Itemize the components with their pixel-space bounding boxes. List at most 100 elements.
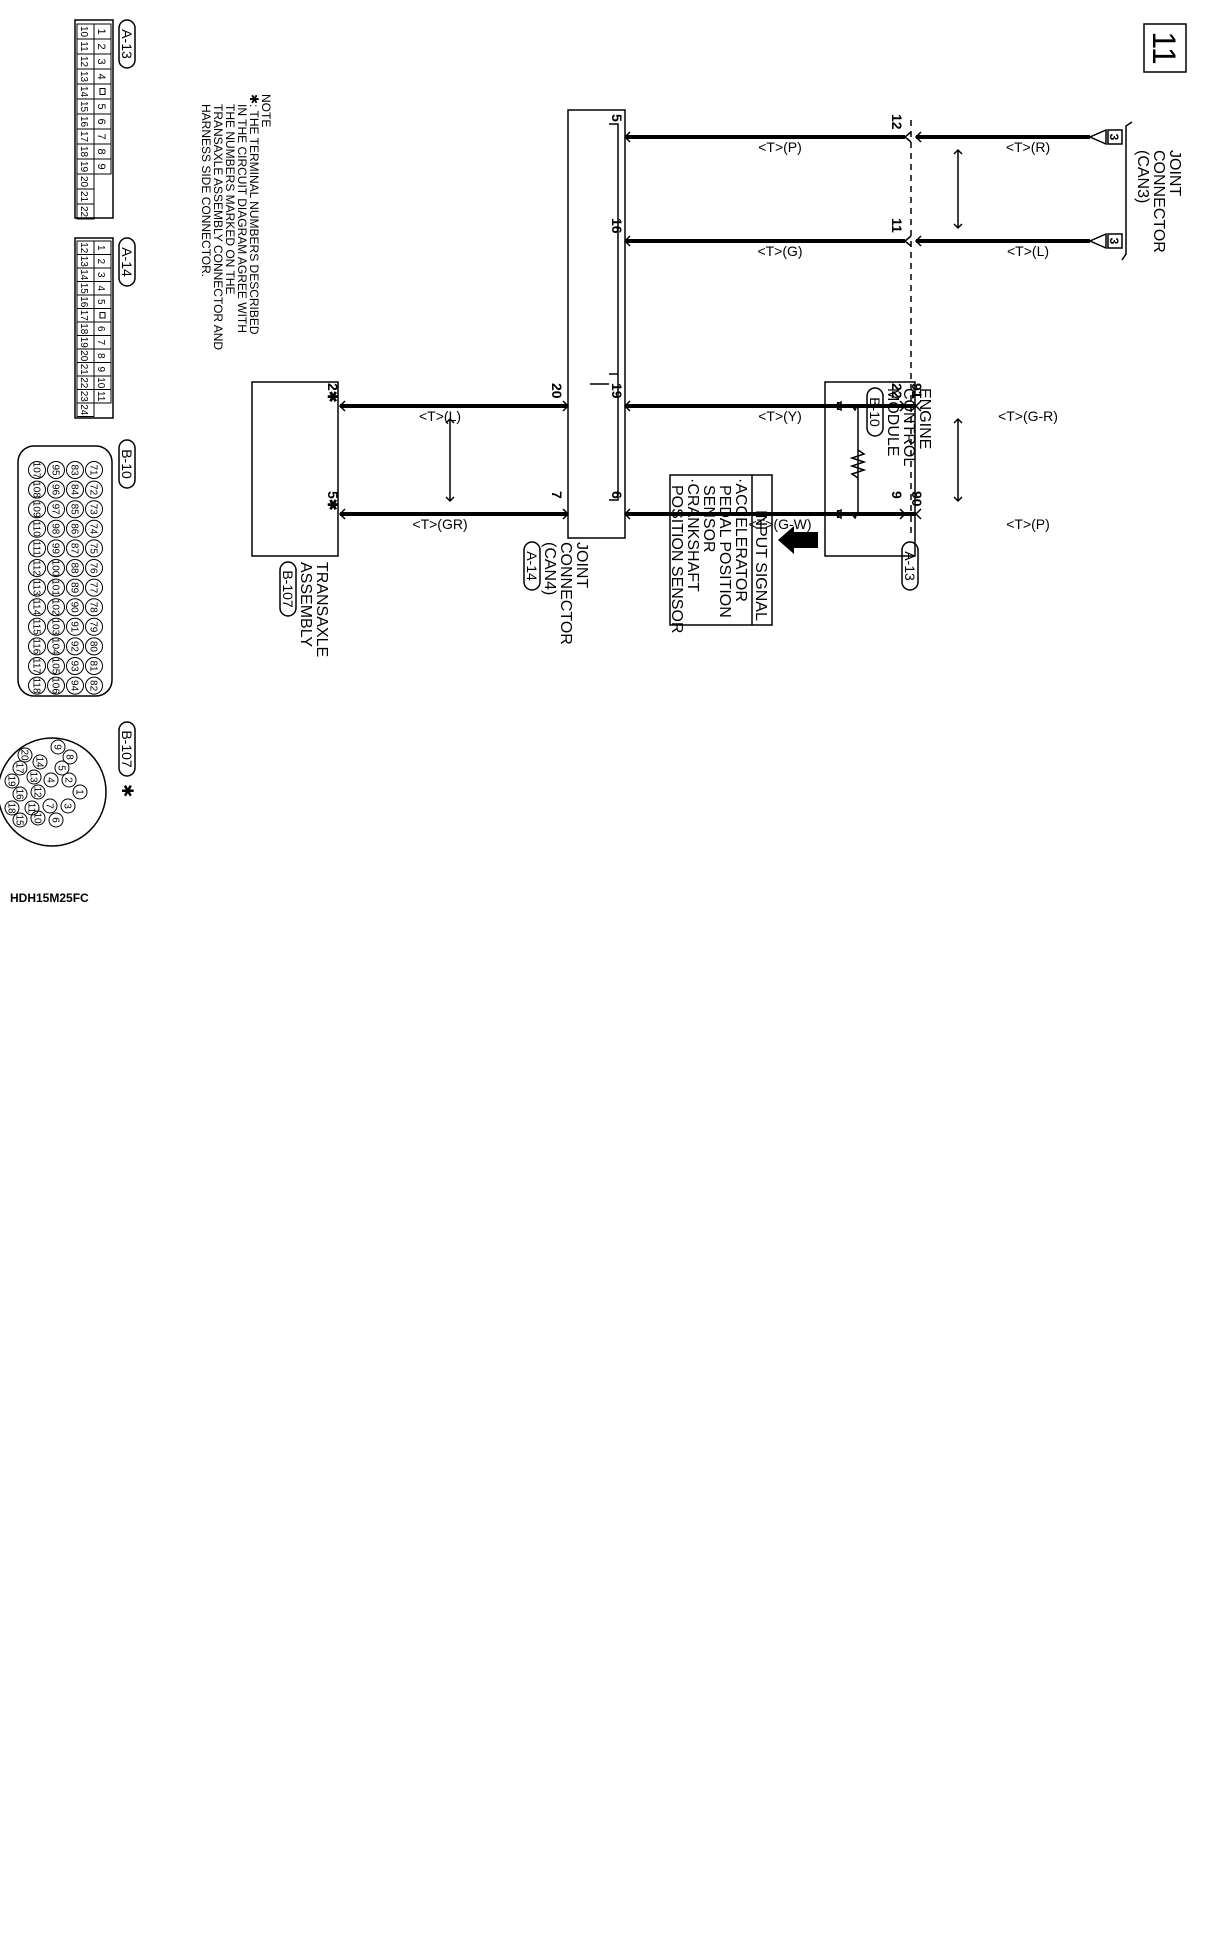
b10-pin: 99 — [50, 543, 61, 555]
b10-pin: 114 — [31, 599, 42, 615]
b10-pin: 75 — [88, 543, 99, 555]
input-signal-title: INPUT SIGNAL — [752, 510, 769, 621]
b10-pin-circle — [47, 578, 65, 597]
a13-row1-cell — [93, 83, 112, 100]
b107-pin-circle — [4, 800, 20, 816]
b107-pin: 7 — [44, 803, 55, 809]
wire-4-pin-a14-in: 6 — [609, 491, 625, 499]
can3-flag-a: 3 — [1107, 134, 1121, 141]
a14-view-label: A-14 — [119, 247, 135, 277]
b10-pin-circle — [47, 617, 65, 636]
b107-pin-circle — [48, 812, 64, 828]
b10-pin-circle — [47, 500, 65, 519]
twisted-pair-markers — [445, 148, 963, 503]
input-signal-line-2: PEDAL POSITION — [716, 485, 733, 618]
b10-pin-circle — [47, 539, 65, 558]
b10-pin-circle — [47, 461, 65, 479]
b10-pin-circle — [85, 519, 103, 538]
a13-row2-pin: 18 — [78, 146, 89, 158]
a13-row2-cell — [76, 203, 95, 220]
b10-pin-circle — [66, 500, 84, 519]
b10-pin: 106 — [50, 677, 61, 694]
b10-pin-circle — [66, 617, 84, 636]
jc-can4-line-3: (CAN4) — [541, 542, 558, 595]
wire-4-pin-a13: 9 — [889, 491, 905, 499]
a13-row1-pin: 2 — [95, 43, 107, 49]
jc-can4-box — [567, 109, 626, 539]
b10-pin-circle — [66, 676, 84, 695]
jc-can3-bracket — [1121, 121, 1133, 261]
jc-can4-badge — [523, 541, 541, 591]
b10-pin: 104 — [50, 638, 61, 655]
a14-row2-pin: 20 — [78, 350, 89, 362]
b10-pin-circle — [85, 578, 103, 597]
ecm-resistor-icon — [849, 449, 867, 479]
wire-1-junction-a13 — [903, 131, 922, 143]
wire-2-junction-a13 — [903, 235, 922, 247]
b107-pin: 11 — [26, 803, 37, 814]
b107-pin: 17 — [14, 762, 25, 774]
input-signal-line-3: SENSOR — [700, 485, 717, 553]
a14-row1-pin: 8 — [95, 353, 106, 359]
b10-pin: 78 — [88, 602, 99, 614]
b10-pin: 109 — [31, 501, 42, 518]
jc-can4-connector: A-14 — [524, 551, 540, 581]
a13-row1-pin: 3 — [95, 58, 107, 64]
can3-flag-box-a — [1107, 129, 1123, 145]
jc-can4-line-2: CONNECTOR — [557, 542, 574, 645]
b10-pin: 105 — [50, 658, 61, 675]
wire-3-pin-ecm: 91 — [909, 383, 925, 399]
a14-row2-pin: 18 — [78, 323, 89, 335]
wire-2-terminal-a14 — [623, 235, 631, 247]
joint-connector-can3: JOINT CONNECTOR (CAN3) 3 3 — [1088, 121, 1183, 261]
a14-row1-pin: 7 — [95, 339, 106, 345]
b10-pin-circle — [47, 598, 65, 617]
b10-pin: 80 — [88, 641, 99, 653]
b10-pin: 84 — [69, 484, 80, 496]
b107-pin-circle — [12, 812, 28, 828]
b10-pin: 76 — [88, 562, 99, 574]
can3-flag-box-b — [1107, 233, 1123, 249]
a13-label: A-13 — [902, 551, 918, 581]
b107-pin: 6 — [50, 817, 61, 823]
b10-pin-circle — [47, 637, 65, 656]
ecm-connector: B-10 — [867, 397, 883, 427]
b10-pin-circle — [66, 578, 84, 597]
b10-pin-circle — [47, 657, 65, 675]
input-signal-box — [669, 474, 773, 626]
b10-pin: 107 — [31, 462, 42, 479]
b10-pin: 74 — [88, 523, 99, 535]
b10-pin: 102 — [50, 599, 61, 616]
a14-row1-pin: 10 — [95, 377, 106, 389]
note-line-5: HARNESS SIDE CONNECTOR. — [199, 104, 213, 277]
wire-1-label-left: <T>(P) — [758, 139, 802, 155]
b10-view-label: B-10 — [119, 449, 135, 479]
b107-pin-circle — [72, 784, 88, 800]
b10-pin: 112 — [31, 560, 42, 576]
ecm-connector-badge — [866, 387, 884, 437]
b10-pin-circle — [66, 598, 84, 617]
b107-pin-circle — [32, 754, 48, 770]
b10-pin: 82 — [88, 680, 99, 692]
input-signal-line-5: POSITION SENSOR — [668, 485, 685, 633]
page-number-box — [1143, 23, 1187, 73]
a13-row2-pin: 13 — [78, 71, 89, 83]
engine-control-module: ENGINE CONTROL MODULE B-10 — [824, 381, 933, 557]
b10-pin-circle — [85, 500, 103, 519]
a13-row2-pin: 15 — [78, 101, 89, 113]
wire-4-pin-ecm: 90 — [909, 491, 925, 507]
wire-2-label-left: <T>(G) — [757, 243, 802, 259]
a13-row2-pin: 10 — [78, 26, 89, 38]
b10-pin-circle — [28, 637, 46, 656]
a14-row2-pin: 19 — [78, 337, 89, 349]
a13-row2-pin: 14 — [78, 86, 89, 98]
wire-4-junction-a13 — [899, 508, 922, 520]
b10-pin-circle — [28, 480, 46, 499]
ecm-line-1: ENGINE — [916, 388, 933, 449]
b10-pin: 110 — [31, 521, 42, 537]
can3-flag-b: 3 — [1107, 238, 1121, 245]
b107-pin: 12 — [32, 786, 43, 798]
b10-pin-circle — [47, 559, 65, 577]
note-block: NOTE ✱: THE TERMINAL NUMBERS DESCRIBED I… — [199, 94, 273, 350]
